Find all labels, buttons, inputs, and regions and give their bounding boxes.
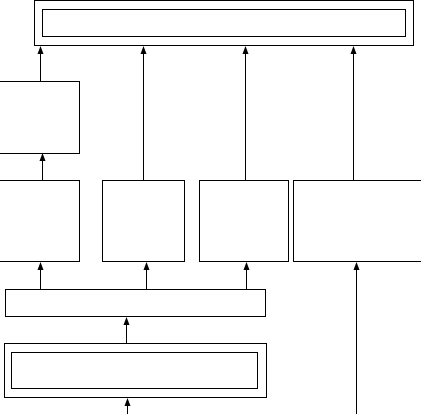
- edge-middle-a-to-top-output: [140, 46, 147, 180]
- edge-left-middle-to-left-upper: [39, 153, 46, 180]
- arrowhead-icon: [243, 262, 250, 270]
- edge-middle-b-to-top-output: [242, 46, 249, 180]
- top-output-inner-frame: [42, 9, 406, 37]
- left-upper-block-node: [0, 81, 80, 154]
- middle-block-b-frame: [199, 180, 289, 262]
- distribution-bar-node: [5, 289, 266, 317]
- edge-external-to-right-block: [353, 262, 360, 414]
- left-middle-block-node: [0, 180, 80, 262]
- arrowhead-icon: [123, 317, 130, 325]
- middle-block-a-frame: [102, 180, 185, 262]
- arrowhead-icon: [143, 262, 150, 270]
- arrowhead-icon: [39, 153, 46, 161]
- distribution-bar-frame: [5, 289, 266, 317]
- edge-bottom-input-to-bar: [123, 317, 130, 343]
- left-upper-block-frame: [0, 81, 80, 154]
- middle-block-a-node: [102, 180, 185, 262]
- bottom-input-node: [4, 343, 267, 398]
- bottom-input-inner-frame: [11, 352, 258, 389]
- middle-block-b-node: [199, 180, 289, 262]
- arrowhead-icon: [242, 46, 249, 54]
- right-block-node: [293, 180, 421, 262]
- arrowhead-icon: [350, 46, 357, 54]
- edge-external-to-bottom-input: [124, 398, 131, 414]
- arrowhead-icon: [140, 46, 147, 54]
- arrowhead-icon: [37, 46, 44, 54]
- arrowhead-icon: [353, 262, 360, 270]
- edge-left-upper-to-top-output: [37, 46, 44, 81]
- edge-right-to-top-output: [350, 46, 357, 180]
- edge-bar-to-middle-b: [243, 262, 250, 289]
- top-output-node: [34, 0, 414, 46]
- left-middle-block-frame: [0, 180, 80, 262]
- edge-bar-to-left-middle: [37, 262, 44, 289]
- arrowhead-icon: [124, 398, 131, 406]
- arrowhead-icon: [37, 262, 44, 270]
- edge-bar-to-middle-a: [143, 262, 150, 289]
- right-block-frame: [293, 180, 421, 262]
